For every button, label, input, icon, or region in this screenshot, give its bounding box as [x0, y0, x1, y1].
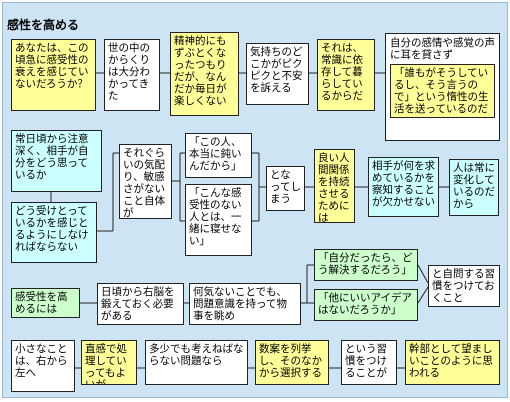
node-r1-4: 気持ちのどこかがピクピクと不安を訴える: [246, 43, 309, 105]
node-r3-3: 何気ないことでも、問題意識を持って物事を眺め: [189, 283, 301, 325]
node-r2-2: どう受けとっているかを感じとるようにしなければならない: [11, 202, 97, 263]
node-r2-3: それぐらいの気配り、敏感さがないこと自体が: [119, 144, 172, 219]
node-r4-4: 数案を列挙し、そのなかから選択する: [255, 340, 329, 385]
node-r1-6-text: 自分の感情や感覚の声に耳を貸さず: [390, 37, 495, 61]
node-r3-5: 「他にいいアイデアはないだろうか」: [314, 289, 418, 321]
node-r1-5: それは、常識に依存して暮らしているからだ: [317, 39, 375, 111]
node-r3-2: 日頃から右脳を鍛えておく必要がある: [97, 283, 184, 325]
node-r4-1: 小さなことは、右から左へ: [11, 340, 75, 392]
node-r3-4: 「自分だったら、どう解決するだろう」: [314, 249, 418, 281]
node-r1-2: 世の中のからくりは大分わかってきた: [104, 39, 160, 111]
node-r4-5: という習慣をつけることが: [341, 340, 397, 385]
node-r1-1: あなたは、この頃急に感受性の衰えを感じていないだろうか？: [11, 39, 96, 111]
node-r2-9: 人は常に変化しているのだから: [449, 159, 499, 216]
node-r2-5: 「こんな感受性のない人とは、一緒に寝せない」: [185, 184, 252, 256]
node-r2-4: 「この人、本当に鈍いんだから」: [185, 133, 252, 178]
node-r3-6: と自問する習慣をつけておくこと: [428, 265, 500, 307]
node-r2-7: 良い人間関係を持続させるためには: [314, 149, 355, 223]
node-r1-6: 自分の感情や感覚の声に耳を貸さず 「誰もがそうしているし、そう言うので」という惰…: [385, 33, 500, 141]
diagram-canvas: 感性を高める あなたは、この頃急に感受性の衰えを感じていないだろうか？ 世の中の…: [2, 2, 508, 398]
node-r2-1: 常日頃から注意深く、相手が自分をどう思っているか: [11, 130, 102, 192]
node-r2-6: となってしまう: [266, 166, 305, 211]
diagram-title: 感性を高める: [7, 18, 80, 32]
node-r4-3: 多少でも考えねばならない問題なら: [145, 340, 248, 385]
node-r1-3: 精神的にもずぶとくなったつもりだが、なんだか毎日が楽しくない: [170, 32, 239, 116]
node-r2-8: 相手が何を求めているかを察知することが欠かせない: [368, 157, 439, 217]
node-r4-2: 直感で処理していってもよいが: [81, 340, 137, 385]
node-r4-6: 幹部として望ましいことのように思われる: [405, 340, 500, 385]
node-r3-1: 感受性を高めるには: [11, 288, 80, 318]
connector-lines: [50, 72, 449, 369]
node-r1-7: 「誰もがそうしているし、そう言うので」という惰性の生活を送っているのだ: [390, 64, 495, 118]
